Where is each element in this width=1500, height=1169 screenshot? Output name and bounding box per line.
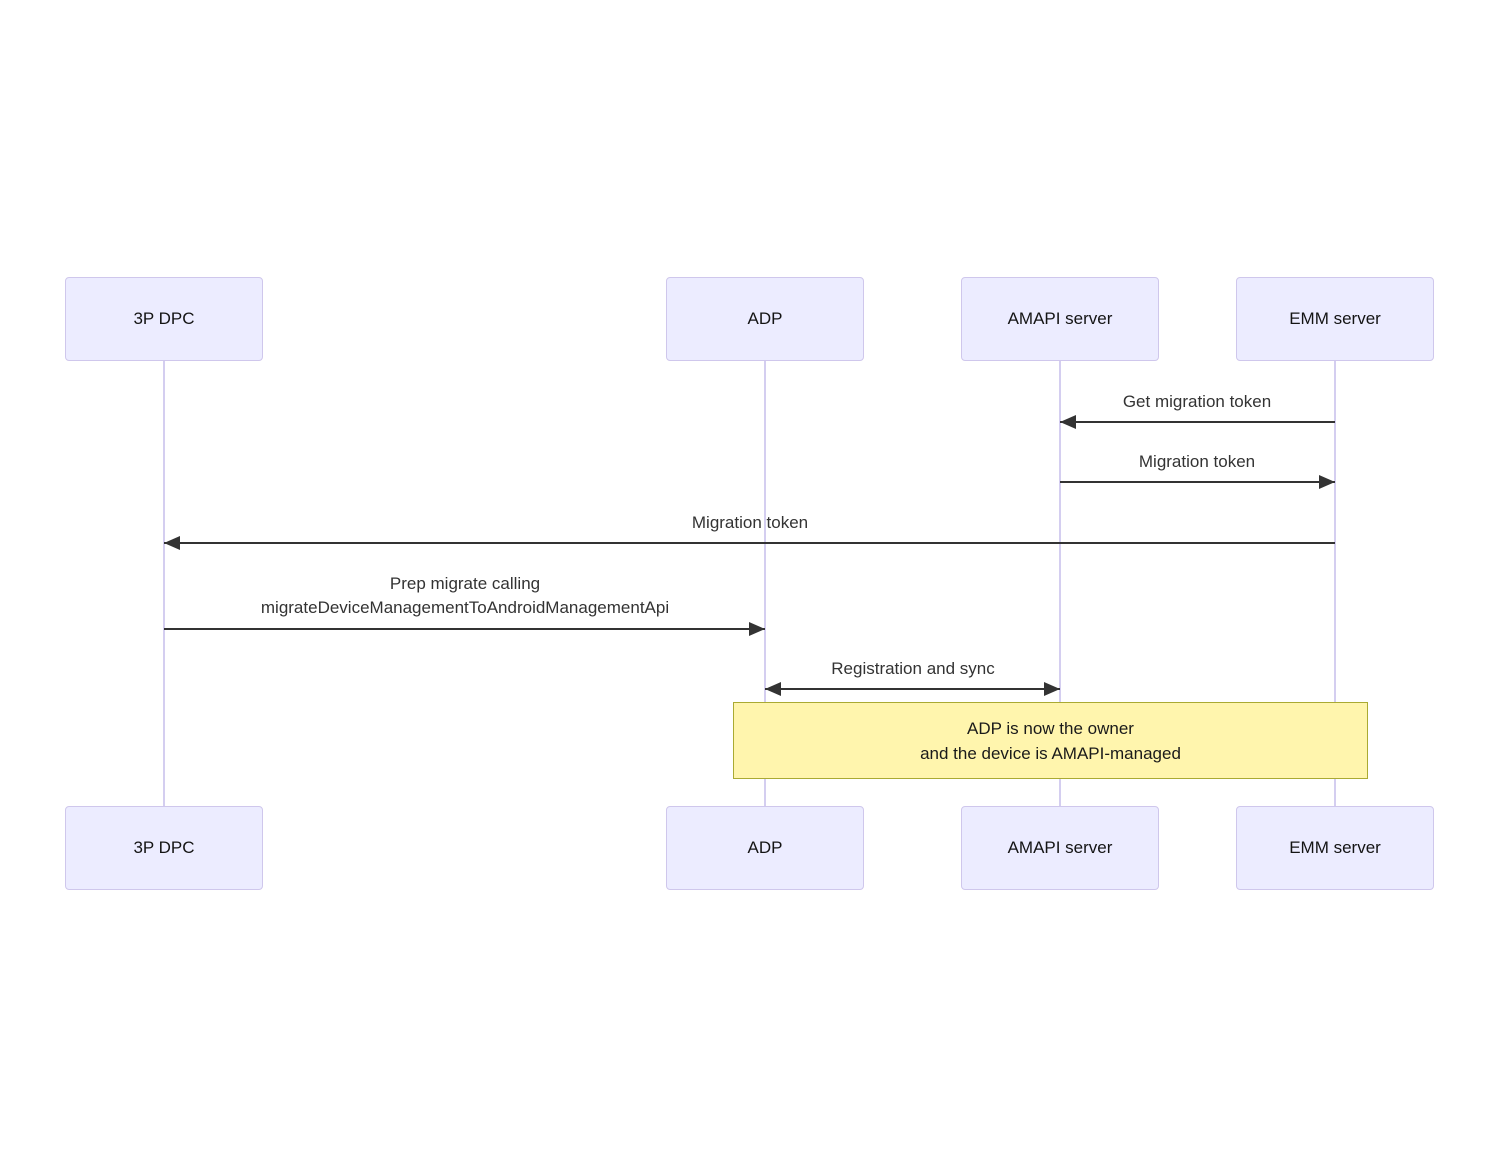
arrowhead-right-icon (1319, 475, 1335, 489)
message-line (164, 542, 1335, 544)
actor-label: ADP (747, 838, 783, 857)
arrowhead-right-icon (749, 622, 765, 636)
actor-amapi-server-top: AMAPI server (961, 277, 1159, 361)
arrowhead-left-icon (164, 536, 180, 550)
message-label-line2: migrateDeviceManagementToAndroidManageme… (260, 598, 670, 617)
message-label-line1: Prep migrate calling (389, 574, 541, 593)
actor-emm-server-bottom: EMM server (1236, 806, 1434, 890)
message-label: Prep migrate calling migrateDeviceManage… (261, 572, 669, 620)
message-line (1060, 481, 1335, 483)
note-line2: and the device is AMAPI-managed (920, 743, 1181, 763)
actor-amapi-server-bottom: AMAPI server (961, 806, 1159, 890)
actor-3p-dpc-bottom: 3P DPC (65, 806, 263, 890)
note-adp-owner: ADP is now the owner and the device is A… (733, 702, 1368, 779)
actor-label: 3P DPC (133, 309, 195, 328)
message-line (164, 628, 765, 630)
actor-emm-server-top: EMM server (1236, 277, 1434, 361)
arrowhead-left-icon (765, 682, 781, 696)
message-label: Registration and sync (831, 659, 995, 678)
actor-adp-bottom: ADP (666, 806, 864, 890)
actor-adp-top: ADP (666, 277, 864, 361)
actor-label: 3P DPC (133, 838, 195, 857)
lifeline-amapi-server (1059, 361, 1061, 807)
message-line (1060, 421, 1335, 423)
note-line1: ADP is now the owner (967, 718, 1134, 738)
actor-label: AMAPI server (1007, 838, 1113, 857)
actor-label: ADP (747, 309, 783, 328)
arrowhead-right-icon (1044, 682, 1060, 696)
message-label: Get migration token (1122, 392, 1272, 411)
message-line (765, 688, 1060, 690)
actor-label: AMAPI server (1007, 309, 1113, 328)
actor-label: EMM server (1289, 838, 1381, 857)
lifeline-adp (764, 361, 766, 807)
actor-label: EMM server (1289, 309, 1381, 328)
lifeline-3p-dpc (163, 361, 165, 807)
message-label: Migration token (1138, 452, 1256, 471)
arrowhead-left-icon (1060, 415, 1076, 429)
actor-3p-dpc-top: 3P DPC (65, 277, 263, 361)
message-label: Migration token (691, 513, 809, 532)
lifeline-emm-server (1334, 361, 1336, 807)
